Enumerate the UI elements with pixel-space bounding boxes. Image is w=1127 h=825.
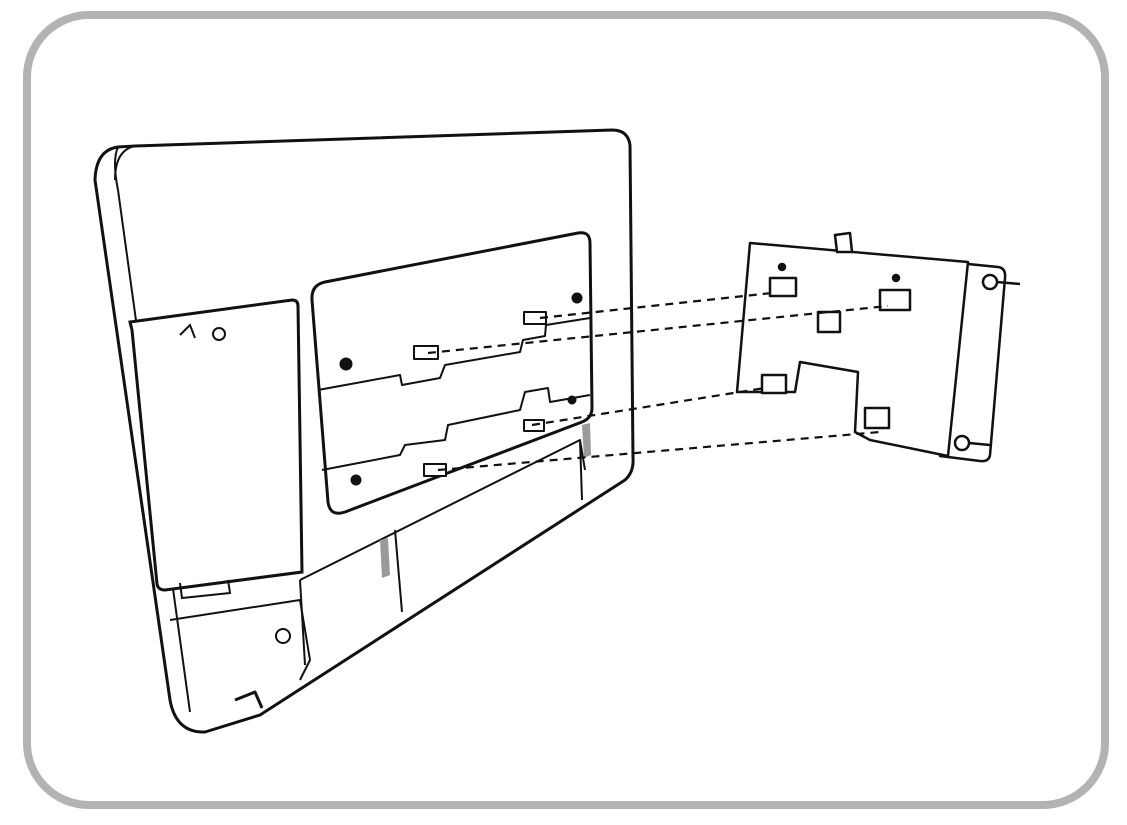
screw-icon <box>275 628 291 644</box>
left-cover-panel <box>128 298 304 592</box>
guide-line <box>427 304 889 355</box>
guide-line <box>437 430 881 472</box>
guide-line <box>531 386 766 427</box>
shade-mark <box>380 538 390 578</box>
cover-notch-top <box>179 323 196 339</box>
shade-mark <box>582 423 591 458</box>
cover-notch-bottom <box>179 579 232 600</box>
alignment-guide-lines <box>427 291 889 472</box>
screw-icon <box>212 327 226 341</box>
guide-line <box>539 291 773 320</box>
vesa-panel <box>310 231 594 515</box>
mounting-bracket <box>735 231 1021 463</box>
